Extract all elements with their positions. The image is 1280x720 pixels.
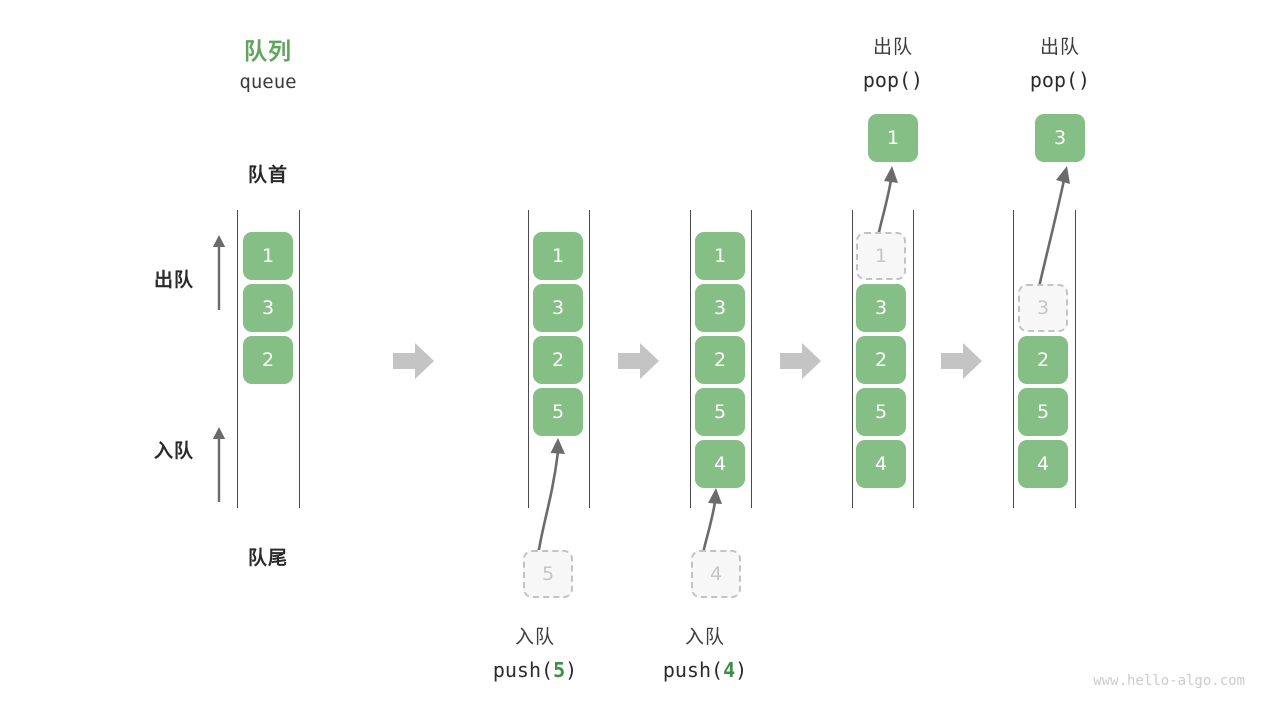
queue-cell-new: 4 bbox=[695, 440, 745, 488]
queue-cell: 1 bbox=[695, 232, 745, 280]
push-4-code-value: 4 bbox=[723, 658, 736, 682]
queue-rail-right bbox=[1075, 210, 1076, 508]
flow-arrow-icon bbox=[780, 341, 822, 381]
queue-cell: 5 bbox=[1018, 388, 1068, 436]
queue-rail-right bbox=[299, 210, 300, 508]
pop-1-caption-code: pop() bbox=[862, 68, 924, 92]
queue-rail-right bbox=[913, 210, 914, 508]
flow-arrow-icon bbox=[618, 341, 660, 381]
queue-cell: 2 bbox=[1018, 336, 1068, 384]
push-5-caption-cn: 入队 bbox=[514, 626, 555, 648]
queue-cell: 1 bbox=[243, 232, 293, 280]
queue-cell: 4 bbox=[1018, 440, 1068, 488]
push-5-code-suffix: ) bbox=[565, 658, 578, 682]
queue-rail-left bbox=[690, 210, 691, 508]
pop-motion-arrow-icon bbox=[1015, 160, 1095, 300]
queue-rear-label: 队尾 bbox=[247, 547, 288, 569]
popped-element: 3 bbox=[1035, 114, 1085, 162]
flow-arrow-icon bbox=[941, 341, 983, 381]
queue-cell: 4 bbox=[856, 440, 906, 488]
queue-rail-left bbox=[852, 210, 853, 508]
queue-cell: 3 bbox=[856, 284, 906, 332]
queue-cell: 2 bbox=[695, 336, 745, 384]
queue-rail-left bbox=[237, 210, 238, 508]
push-4-code-suffix: ) bbox=[735, 658, 748, 682]
push-4-caption-code: push(4) bbox=[630, 658, 780, 682]
queue-cell: 3 bbox=[243, 284, 293, 332]
pop-3-caption-cn: 出队 bbox=[1039, 36, 1080, 58]
queue-rail-left bbox=[1013, 210, 1014, 508]
queue-cell: 3 bbox=[533, 284, 583, 332]
queue-cell: 1 bbox=[533, 232, 583, 280]
queue-cell: 2 bbox=[243, 336, 293, 384]
removed-element-ghost: 1 bbox=[856, 232, 906, 280]
queue-rail-left bbox=[528, 210, 529, 508]
queue-cell: 2 bbox=[533, 336, 583, 384]
queue-cell: 5 bbox=[856, 388, 906, 436]
pop-3-caption-code: pop() bbox=[1029, 68, 1091, 92]
push-5-caption-code: push(5) bbox=[460, 658, 610, 682]
push-4-code-prefix: push( bbox=[662, 658, 724, 682]
queue-cell-new: 5 bbox=[533, 388, 583, 436]
push-5-code-value: 5 bbox=[553, 658, 566, 682]
diagram-title-en: queue bbox=[239, 71, 297, 93]
incoming-element-ghost: 5 bbox=[523, 550, 573, 598]
enqueue-direction-label: 入队 bbox=[153, 440, 194, 462]
queue-rail-right bbox=[751, 210, 752, 508]
diagram-title-cn: 队列 bbox=[244, 39, 292, 65]
dequeue-direction-label: 出队 bbox=[153, 269, 194, 291]
queue-cell: 3 bbox=[695, 284, 745, 332]
dequeue-direction-arrow-icon bbox=[208, 232, 230, 312]
push-4-caption-cn: 入队 bbox=[684, 626, 725, 648]
push-motion-arrow-icon bbox=[520, 430, 590, 560]
removed-element-ghost: 3 bbox=[1018, 284, 1068, 332]
popped-element: 1 bbox=[868, 114, 918, 162]
watermark: www.hello-algo.com bbox=[1093, 673, 1245, 689]
queue-front-label: 队首 bbox=[247, 164, 288, 186]
queue-cell: 2 bbox=[856, 336, 906, 384]
enqueue-direction-arrow-icon bbox=[208, 424, 230, 504]
queue-rail-right bbox=[589, 210, 590, 508]
queue-cell: 5 bbox=[695, 388, 745, 436]
incoming-element-ghost: 4 bbox=[691, 550, 741, 598]
push-5-code-prefix: push( bbox=[492, 658, 554, 682]
pop-1-caption-cn: 出队 bbox=[872, 36, 913, 58]
flow-arrow-icon bbox=[393, 341, 435, 381]
